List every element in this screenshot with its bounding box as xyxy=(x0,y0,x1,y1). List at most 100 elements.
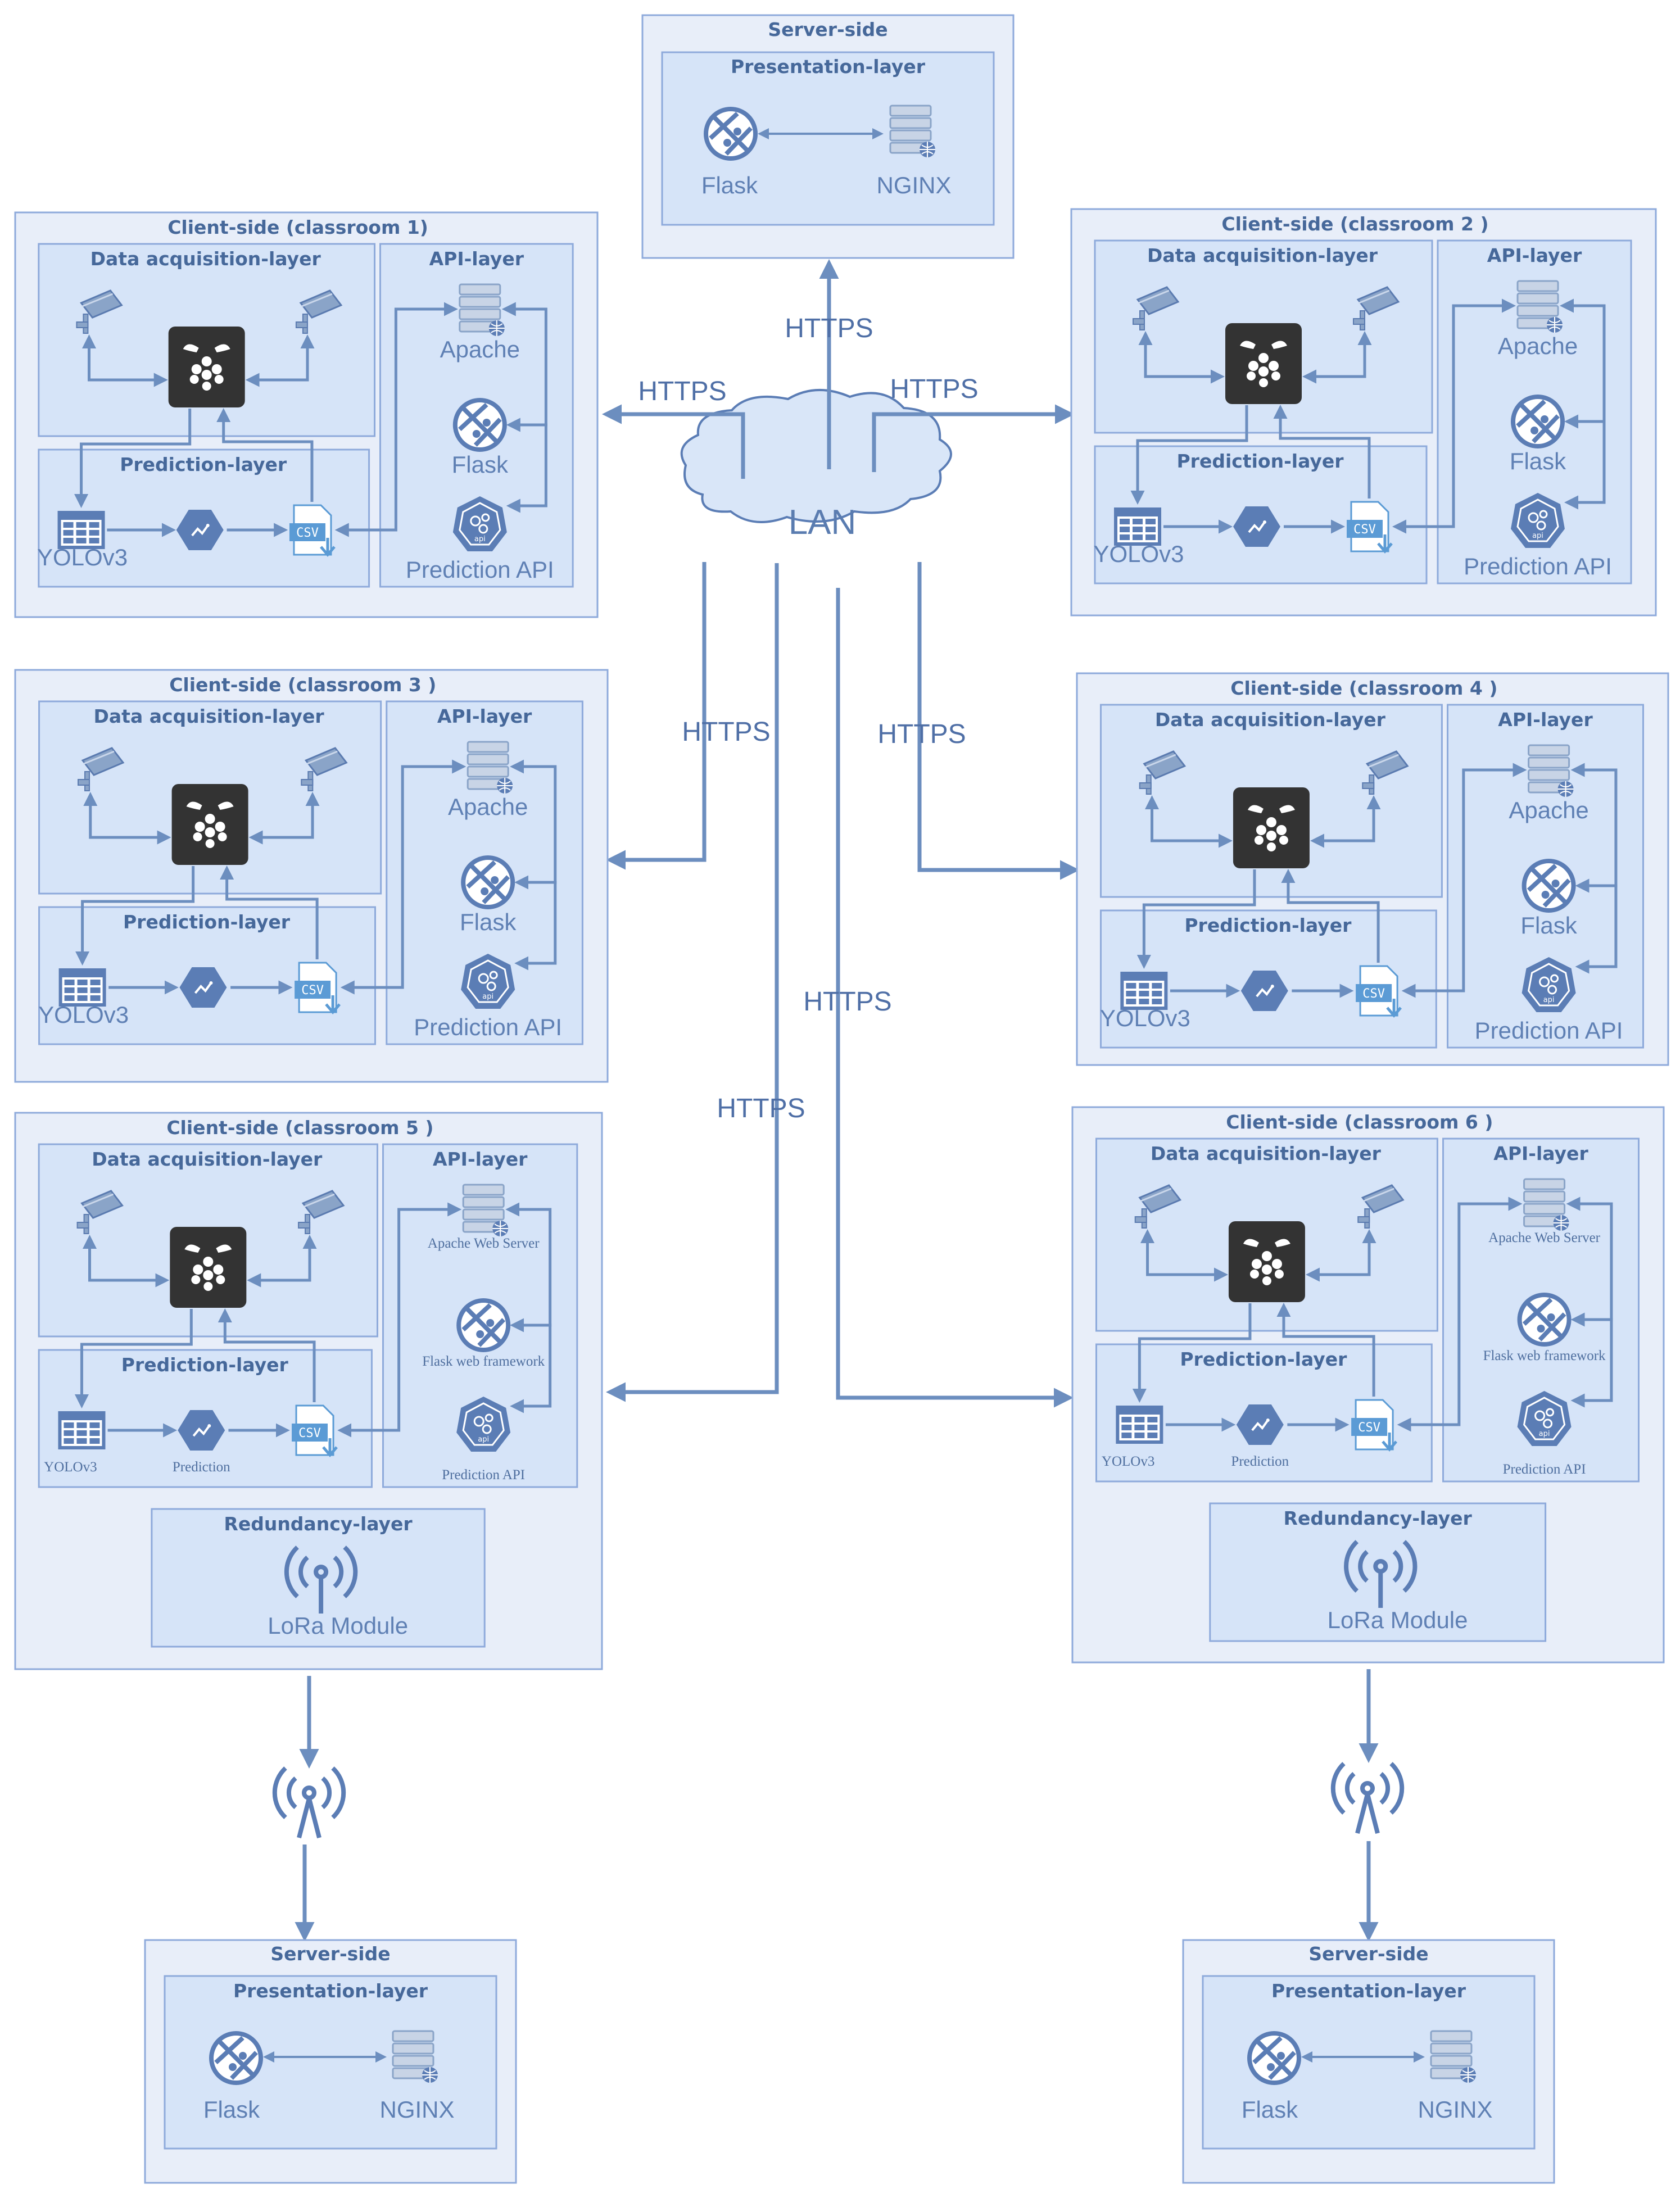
https-label-top: HTTPS xyxy=(785,314,873,343)
yolov3-label: YOLOv3 xyxy=(38,1001,129,1028)
client-title: Client-side (classroom 4 ) xyxy=(1230,677,1497,699)
flask-label: Flask web framework xyxy=(422,1354,545,1369)
redundancy-layer-title: Redundancy-layer xyxy=(224,1513,413,1535)
yolov3-label: YOLOv3 xyxy=(44,1460,97,1475)
apache-server-icon xyxy=(1523,1178,1570,1232)
apache-server-icon xyxy=(1516,280,1564,334)
https-label-classroom6: HTTPS xyxy=(803,987,891,1017)
client-side-group: Client-side (classroom 1) Data acquisitio… xyxy=(14,208,1669,1670)
apache-label: Apache Web Server xyxy=(1488,1230,1601,1245)
client-panel-2: Client-side (classroom 2 ) Data acquisiti… xyxy=(1070,208,1657,617)
nginx-server-icon xyxy=(392,2030,439,2084)
apache-label: Apache xyxy=(1498,333,1578,359)
server-bl-layer: Presentation-layer xyxy=(233,1980,428,2002)
server-bl-nginx-label: NGINX xyxy=(379,2096,454,2123)
https-label-classroom2: HTTPS xyxy=(890,374,978,404)
api-layer-title: API-layer xyxy=(1493,1143,1588,1164)
flask-globe-icon xyxy=(455,400,505,450)
server-side-bottom-left: Server-side Presentation-layer Flask NGI… xyxy=(144,1939,517,2184)
csv-file-icon xyxy=(1356,966,1401,1016)
apache-label: Apache Web Server xyxy=(428,1236,540,1251)
lora-links xyxy=(295,1669,1379,1942)
yolov3-grid-icon xyxy=(58,968,106,1007)
antenna-tower-icon-left xyxy=(275,1768,343,1838)
server-br-flask-label: Flask xyxy=(1242,2096,1298,2123)
yolov3-label: YOLOv3 xyxy=(1093,541,1184,567)
yolov3-label: YOLOv3 xyxy=(1102,1454,1154,1469)
data-acquisition-layer-title: Data acquisition-layer xyxy=(1151,1143,1382,1164)
yolov3-label: YOLOv3 xyxy=(1100,1005,1190,1031)
flask-icon xyxy=(211,2033,261,2083)
raspberry-pi-icon xyxy=(170,1227,247,1308)
client-panel-1: Client-side (classroom 1) Data acquisitio… xyxy=(14,211,599,618)
lora-module-label: LoRa Module xyxy=(1328,1607,1468,1633)
client-panel-3: Client-side (classroom 3 )Data acquisiti… xyxy=(14,669,609,1083)
flask-globe-icon xyxy=(463,858,513,907)
client-title: Client-side (classroom 2 ) xyxy=(1221,213,1488,235)
server-side-bottom-right: Server-side Presentation-layer Flask NGI… xyxy=(1182,1939,1555,2184)
https-label-classroom4: HTTPS xyxy=(877,719,966,749)
prediction-api-label: Prediction API xyxy=(1475,1017,1623,1044)
client-panel-6: Client-side (classroom 6 ) Data acquisiti… xyxy=(1071,1106,1665,1664)
prediction-api-label: Prediction API xyxy=(1503,1462,1586,1477)
server-br-title: Server-side xyxy=(1308,1943,1428,1965)
client-panel-5: Client-side (classroom 5 )Data acquisiti… xyxy=(14,1112,603,1670)
api-layer-title: API-layer xyxy=(433,1148,528,1170)
yolov3-grid-icon xyxy=(58,1411,106,1449)
yolov3-grid-icon xyxy=(1116,1406,1163,1444)
flask-label: Flask xyxy=(452,451,509,478)
client-title: Client-side (classroom 5 ) xyxy=(166,1117,433,1139)
prediction-layer-title: Prediction-layer xyxy=(123,911,291,933)
data-acquisition-layer-title: Data acquisition-layer xyxy=(1147,244,1378,266)
prediction-api-label: Prediction API xyxy=(1464,553,1612,579)
https-label-classroom5: HTTPS xyxy=(717,1094,805,1123)
prediction-api-label: Prediction API xyxy=(406,556,554,583)
client-title: Client-side (classroom 6 ) xyxy=(1226,1111,1493,1133)
raspberry-pi-icon xyxy=(1225,323,1302,404)
csv-file-icon xyxy=(295,963,339,1012)
csv-file-icon xyxy=(1347,502,1392,551)
lan-connections xyxy=(602,259,1080,1408)
prediction-api-label: Prediction API xyxy=(414,1014,562,1040)
api-layer-title: API-layer xyxy=(1498,709,1593,731)
lan-label: LAN xyxy=(789,503,857,542)
lan-cloud-icon: LAN xyxy=(680,388,952,542)
apache-label: Apache xyxy=(1509,797,1588,823)
prediction-api-label: Prediction API xyxy=(442,1467,525,1483)
yolov3-grid-icon xyxy=(1114,507,1161,546)
server-top-layer: Presentation-layer xyxy=(731,56,926,78)
flask-globe-icon xyxy=(459,1300,508,1350)
apache-label: Apache xyxy=(448,794,528,820)
prediction-layer-title: Prediction-layer xyxy=(121,1354,289,1376)
flask-globe-icon xyxy=(1513,397,1563,446)
api-layer-title: API-layer xyxy=(437,705,532,727)
prediction-layer-title: Prediction-layer xyxy=(1180,1348,1347,1370)
apache-label: Apache xyxy=(440,336,520,362)
apache-server-icon xyxy=(462,1184,509,1238)
server-br-layer: Presentation-layer xyxy=(1271,1980,1466,2002)
flask-icon xyxy=(706,109,755,158)
https-label-classroom1: HTTPS xyxy=(638,377,726,406)
csv-file-icon xyxy=(289,505,334,555)
data-acquisition-layer-title: Data acquisition-layer xyxy=(1155,709,1386,731)
lora-module-label: LoRa Module xyxy=(268,1612,408,1639)
apache-server-icon xyxy=(467,741,514,795)
flask-globe-icon xyxy=(1524,861,1574,910)
server-top-nginx-label: NGINX xyxy=(876,172,951,198)
flask-label: Flask xyxy=(460,909,517,935)
flask-label: Flask web framework xyxy=(1483,1348,1606,1363)
flask-globe-icon xyxy=(1520,1295,1569,1344)
prediction-label: Prediction xyxy=(173,1460,230,1475)
client-title: Client-side (classroom 1) xyxy=(167,216,428,238)
prediction-label: Prediction xyxy=(1231,1454,1289,1469)
prediction-layer-title: Prediction-layer xyxy=(120,454,287,475)
csv-file-icon xyxy=(292,1406,337,1455)
flask-icon xyxy=(1249,2033,1299,2083)
nginx-server-icon xyxy=(889,105,936,158)
raspberry-pi-icon xyxy=(171,784,248,865)
data-acquisition-layer-title: Data acquisition-layer xyxy=(90,248,321,270)
yolov3-grid-icon xyxy=(57,511,105,549)
apache-server-icon xyxy=(459,283,506,337)
server-top-flask-label: Flask xyxy=(701,172,758,198)
